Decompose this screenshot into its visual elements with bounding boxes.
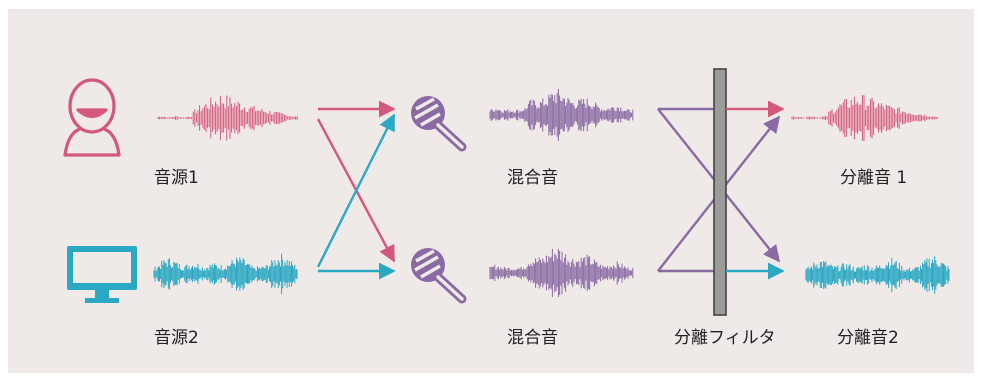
diagram-canvas — [63, 68, 950, 316]
mixed-label-bottom: 混合音 — [507, 328, 558, 348]
source2-waveform — [153, 253, 298, 295]
person-speaking-icon — [63, 78, 121, 157]
microphone-icon — [411, 96, 467, 152]
mixed-label-top: 混合音 — [507, 168, 558, 188]
monitor-icon — [67, 246, 137, 303]
source2-label: 音源2 — [154, 328, 199, 348]
source1-waveform — [157, 95, 298, 141]
separation-filter-bar — [713, 68, 727, 316]
separation-diagram: 音源1 音源2 混合音 混合音 分離フィルタ 分離音 1 分離音2 — [8, 9, 974, 373]
separated2-label: 分離音2 — [837, 328, 899, 348]
separated2-waveform — [805, 256, 950, 294]
separation-filter-label: 分離フィルタ — [674, 328, 776, 348]
mixed-waveform — [489, 248, 634, 298]
microphone-icon — [411, 248, 467, 304]
mixing-arrows — [316, 100, 396, 280]
mixed-waveform — [489, 89, 634, 141]
separated-arrows — [726, 100, 785, 280]
source1-label: 音源1 — [154, 168, 199, 188]
separated1-waveform — [791, 95, 939, 141]
separated1-label: 分離音 1 — [840, 168, 908, 188]
